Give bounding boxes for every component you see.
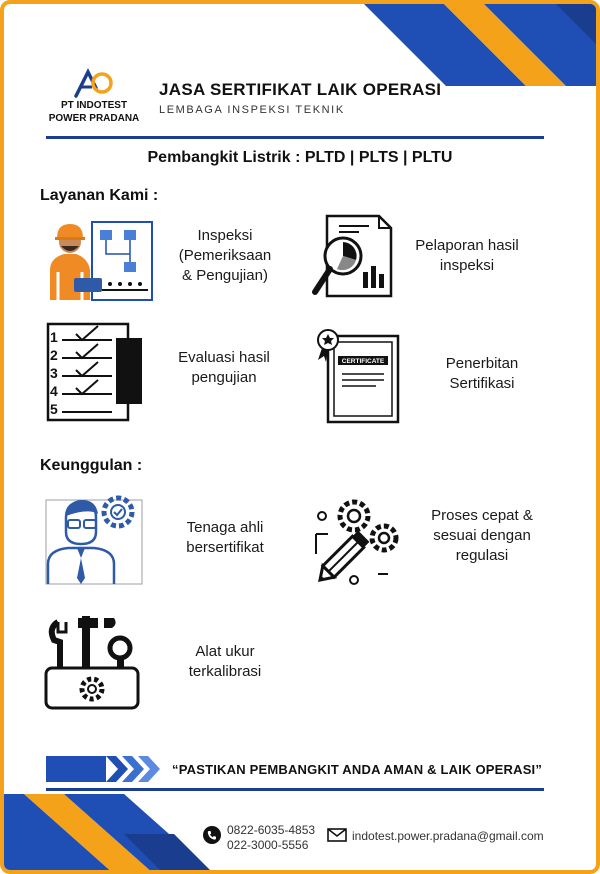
slogan-arrows-icon xyxy=(46,756,160,782)
service-inspection: Inspeksi (Pemeriksaan & Pengujian) xyxy=(160,226,290,286)
engineer-panel-icon xyxy=(50,221,153,301)
company-name-line2: POWER PRADANA xyxy=(48,113,140,124)
pencil-gears-icon xyxy=(315,499,399,585)
toolbox-icon xyxy=(44,616,140,710)
expert-gear-icon xyxy=(45,495,143,585)
checklist-num-3: 3 xyxy=(50,365,58,381)
service-certification-line1: Penerbitan xyxy=(445,355,519,372)
company-name-line1: PT INDOTEST xyxy=(60,100,128,111)
checklist-num-2: 2 xyxy=(50,347,58,363)
service-evaluation-line1: Evaluasi hasil xyxy=(178,349,270,366)
phone-number-2[interactable]: 022-3000-5556 xyxy=(227,838,309,852)
advantage-tools-line1: Alat ukur xyxy=(195,643,255,660)
service-inspection-line3: & Pengujian) xyxy=(182,267,268,284)
company-logo: PT INDOTEST POWER PRADANA xyxy=(46,68,142,124)
email-icon xyxy=(327,828,347,842)
header-divider xyxy=(46,136,544,139)
certificate-icon: CERTIFICATE xyxy=(317,329,400,424)
service-certification: Penerbitan Sertifikasi xyxy=(417,354,547,394)
service-reporting-line2: inspeksi xyxy=(439,257,495,274)
service-evaluation: Evaluasi hasil pengujian xyxy=(159,348,289,388)
phone-number-1[interactable]: 0822-6035-4853 xyxy=(227,823,316,837)
logo-mark-icon xyxy=(74,68,113,98)
service-reporting-line1: Pelaporan hasil xyxy=(415,237,519,254)
advantage-fast-line3: regulasi xyxy=(455,547,509,564)
advantage-fast-process: Proses cepat & sesuai dengan regulasi xyxy=(416,506,548,566)
services-heading: Layanan Kami : xyxy=(40,187,159,204)
plant-types: Pembangkit Listrik : PLTD | PLTS | PLTU xyxy=(147,149,453,166)
advantage-calibrated-tools: Alat ukur terkalibrasi xyxy=(160,642,290,682)
advantage-experts-line2: bersertifikat xyxy=(186,539,264,556)
advantage-certified-experts: Tenaga ahli bersertifikat xyxy=(160,518,290,558)
phone-icon xyxy=(203,826,221,844)
page-title: JASA SERTIFIKAT LAIK OPERASI xyxy=(159,80,442,99)
email-address[interactable]: indotest.power.pradana@gmail.com xyxy=(352,829,544,843)
phone-numbers: 0822-6035-4853 022-3000-5556 xyxy=(227,823,315,853)
advantage-experts-line1: Tenaga ahli xyxy=(186,519,264,536)
advantage-tools-line2: terkalibrasi xyxy=(188,663,262,680)
advantage-fast-line1: Proses cepat & xyxy=(431,507,533,524)
service-inspection-line1: Inspeksi xyxy=(197,227,253,244)
report-magnifier-icon xyxy=(312,214,393,298)
advantage-fast-line2: sesuai dengan xyxy=(433,527,531,544)
checklist-num-1: 1 xyxy=(50,329,58,345)
page-subtitle: LEMBAGA INSPEKSI TEKNIK xyxy=(159,104,345,116)
service-inspection-line2: (Pemeriksaan xyxy=(178,247,272,264)
certificate-label: CERTIFICATE xyxy=(342,358,385,365)
checklist-num-5: 5 xyxy=(50,401,58,417)
slogan-divider xyxy=(46,788,544,791)
service-reporting: Pelaporan hasil inspeksi xyxy=(402,236,532,276)
top-corner-decoration xyxy=(364,4,596,86)
service-evaluation-line2: pengujian xyxy=(191,369,257,386)
service-certification-line2: Sertifikasi xyxy=(449,375,515,392)
bottom-corner-decoration xyxy=(4,794,210,870)
advantages-heading: Keunggulan : xyxy=(40,457,143,474)
checklist-num-4: 4 xyxy=(50,383,58,399)
checklist-icon: 1 2 3 4 5 xyxy=(46,322,142,422)
slogan-text: “PASTIKAN PEMBANGKIT ANDA AMAN & LAIK OP… xyxy=(172,762,543,777)
